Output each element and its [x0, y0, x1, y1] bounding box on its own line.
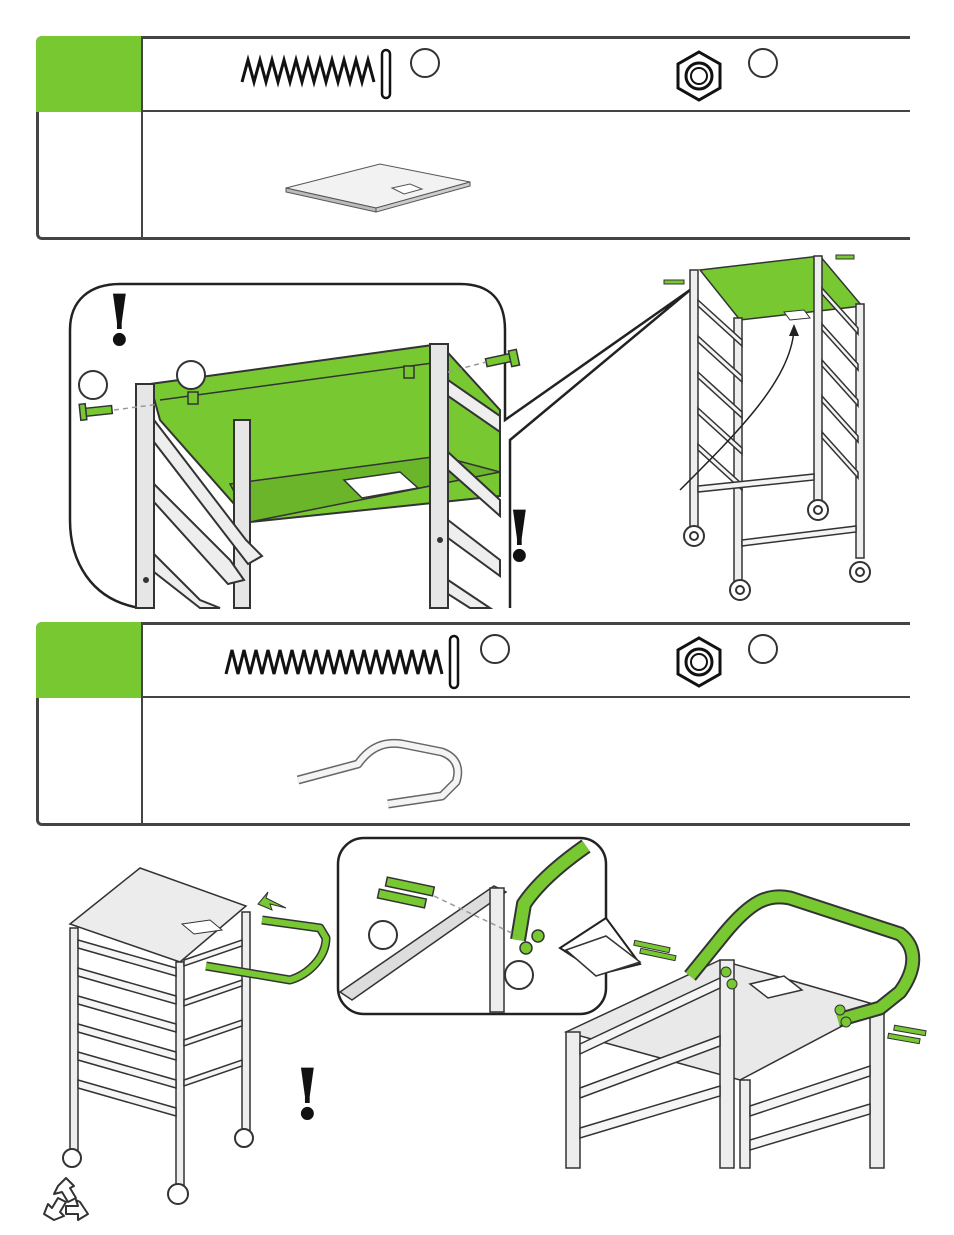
recycle-icon: [40, 1176, 92, 1222]
